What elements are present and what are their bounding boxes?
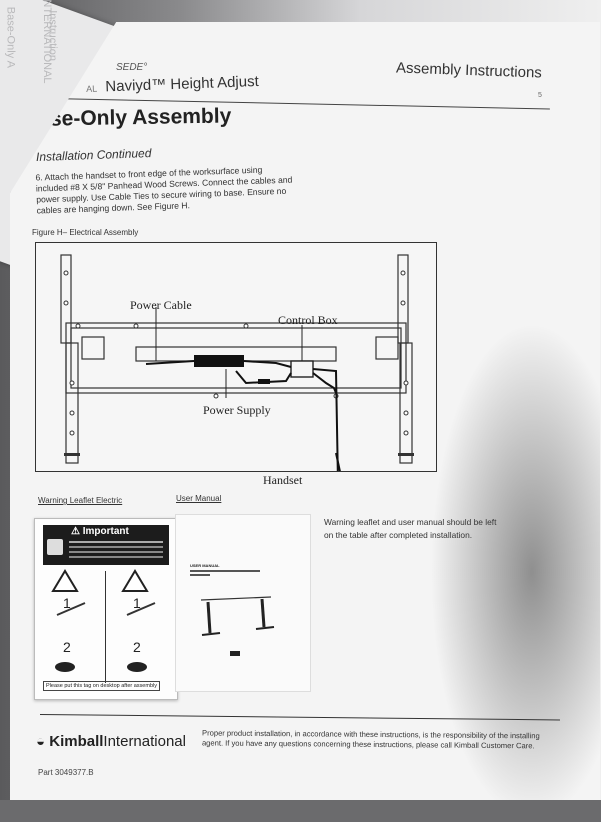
user-manual-heading: User Manual: [176, 494, 222, 503]
section-title: se-Only Assembly: [49, 104, 232, 131]
label-handset: Handset: [263, 473, 303, 487]
leaflet-step-1-right: 1: [133, 595, 141, 611]
manual-title: USER MANUAL: [190, 563, 220, 568]
figure-caption: Figure H– Electrical Assembly: [32, 228, 139, 237]
left-mount-plate: [81, 336, 105, 360]
left-column-lower: [65, 342, 79, 464]
warning-triangle-icon: [121, 569, 149, 592]
part-number: Part 3049377.B: [38, 768, 94, 777]
leaflet-step-1-left: 1: [63, 595, 71, 611]
power-cable-line: [145, 360, 195, 365]
header-doc-title: Assembly Instructions: [395, 59, 543, 82]
warning-triangle-icon: [51, 569, 79, 592]
warning-leaflet-heading: Warning Leaflet Electric: [38, 496, 123, 505]
label-control-box: Control Box: [278, 313, 338, 327]
kimball-logo-icon: ◒: [36, 733, 46, 750]
leaflet-illustrations: [51, 569, 156, 672]
subsection-title: Installation Continued: [35, 145, 152, 165]
right-mount-plate: [375, 336, 399, 360]
instruction-page: SEDE° AL Naviyd™ Height Adjust Assembly …: [10, 22, 600, 800]
label-power-supply: Power Supply: [203, 403, 271, 417]
electrical-assembly-figure: Power Cable Control Box Power Supply Han…: [35, 242, 437, 487]
control-box: [290, 360, 314, 378]
power-supply-box: [194, 355, 244, 367]
header-product: AL Naviyd™ Height Adjust: [85, 72, 260, 96]
footer-rule: [39, 714, 560, 721]
page-number: 5: [538, 92, 542, 99]
supply-to-box-cable: [243, 360, 292, 368]
leaflet-note: Warning leaflet and user manual should b…: [324, 517, 497, 540]
manual-desk-illustration: [200, 596, 275, 656]
warning-leaflet-image: ⚠ Important 1 1 2 2 Please put this tag …: [34, 518, 178, 700]
leaflet-footer: Please put this tag on desktop after ass…: [43, 681, 160, 691]
footer-notice: Proper product installation, in accordan…: [201, 728, 540, 750]
leaflet-important-label: ⚠ Important: [71, 526, 129, 537]
leaflet-step-2-left: 2: [63, 639, 71, 655]
user-manual-image: USER MANUAL: [175, 514, 311, 692]
leaflet-important-banner: ⚠ Important: [43, 525, 169, 565]
step-6-text: 6. Attach the handset to front edge of t…: [35, 164, 293, 216]
label-power-cable: Power Cable: [130, 298, 192, 312]
leaflet-icon: [47, 539, 63, 555]
background-text-1: Base-Only A: [4, 6, 17, 68]
electrical-diagram: [60, 254, 414, 485]
leaflet-step-2-right: 2: [133, 639, 141, 655]
kimball-logo: ◒ KimballInternational: [36, 733, 186, 750]
base-frame: [65, 322, 407, 394]
header-brand: SEDE°: [116, 62, 148, 73]
background-text-3: Instruction: [46, 10, 59, 61]
base-frame-inner: [70, 327, 402, 389]
